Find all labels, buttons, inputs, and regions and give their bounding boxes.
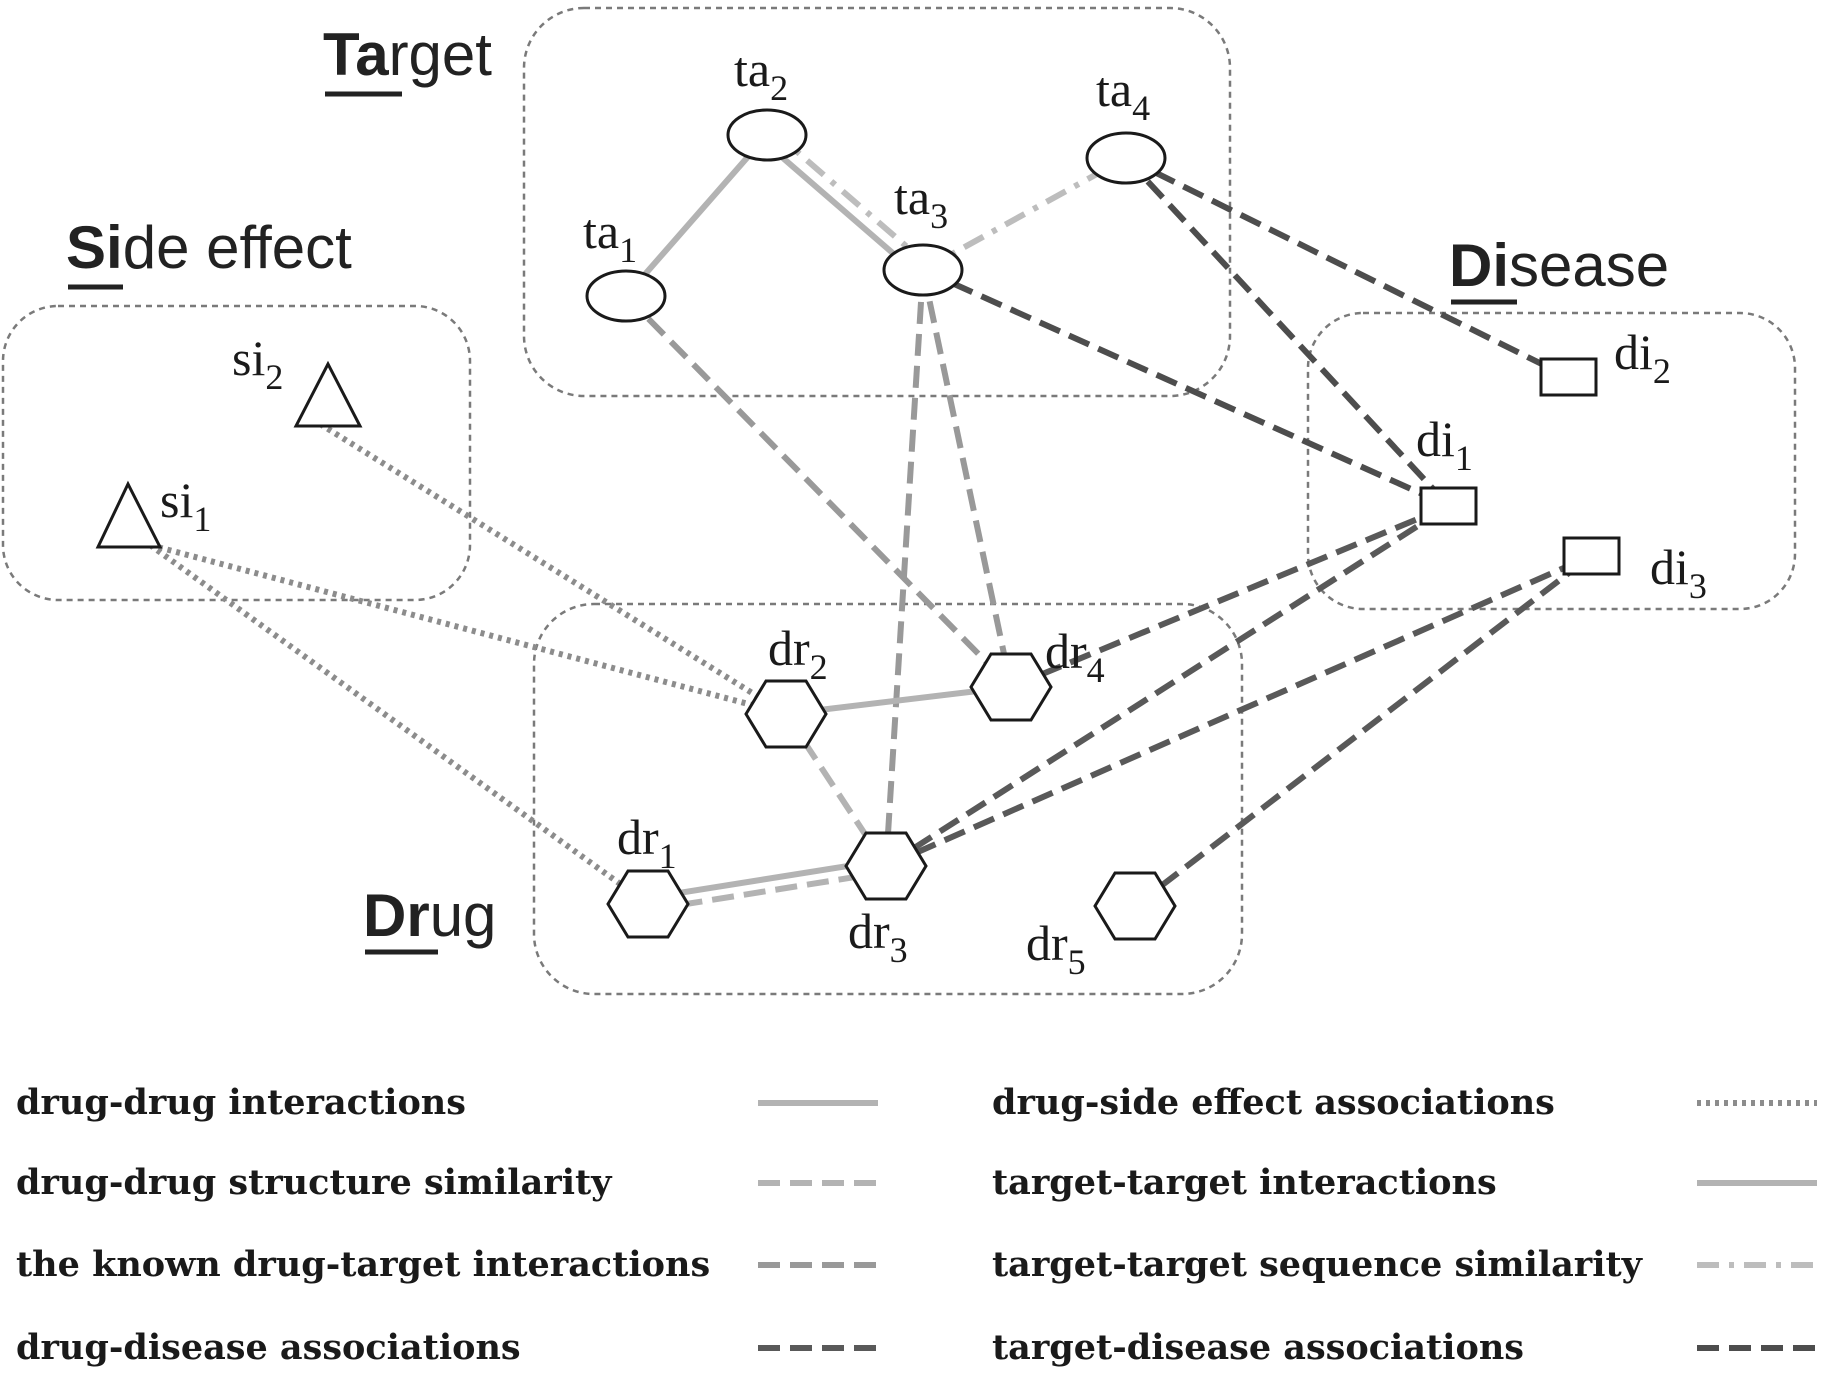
- si2-node-triangle: [293, 360, 363, 428]
- dr3-label-sub: 3: [890, 930, 908, 970]
- di2-label-sub: 2: [1653, 351, 1671, 391]
- ta2-label: ta2: [734, 41, 788, 108]
- target-title-bold: Ta: [323, 21, 389, 88]
- legend-label-0: drug-drug interactions: [16, 1082, 466, 1123]
- edge-drug-disease-associations-dr3-di3: [884, 553, 1593, 869]
- ta4-label-base: ta: [1096, 61, 1132, 117]
- si2-label-base: si: [232, 330, 265, 386]
- dr2-label-base: dr: [768, 620, 810, 676]
- dr4-label-sub: 4: [1087, 650, 1105, 690]
- edge-known-drug-target-interactions-ta3-dr3: [883, 269, 926, 867]
- ta2-label-sub: 2: [770, 68, 788, 108]
- di1-label: di1: [1416, 411, 1473, 478]
- di3-label: di3: [1650, 539, 1707, 606]
- si1-node-triangle: [95, 480, 163, 549]
- legend-label-7: target-disease associations: [992, 1327, 1524, 1368]
- di2-label: di2: [1614, 324, 1671, 391]
- ta1-label-sub: 1: [619, 230, 637, 270]
- edge-known-drug-target-interactions-ta1-dr4: [623, 293, 1014, 690]
- edge-drug-side-effect-associations-si1-dr1: [148, 542, 650, 907]
- legend-swatches: [758, 1100, 1817, 1351]
- disease-title-bold: Di: [1449, 232, 1509, 299]
- target-title-rest: rget: [389, 21, 493, 88]
- si1-label-sub: 1: [193, 499, 211, 539]
- side-effect-title-rest: de effect: [123, 214, 352, 281]
- edge-drug-side-effect-associations-si2-dr2: [318, 421, 788, 717]
- dr3-label-base: dr: [848, 903, 890, 959]
- dr1-label-base: dr: [617, 809, 659, 865]
- ta4-node-ellipse: [1085, 131, 1167, 185]
- edge-target-disease-associations-ta3-di1: [921, 267, 1451, 509]
- edge-target-disease-associations-ta4-di1: [1123, 155, 1452, 509]
- ta3-label: ta3: [894, 169, 948, 236]
- drug-group-box: [532, 602, 1244, 996]
- dr1-label: dr1: [617, 809, 677, 876]
- dr1-node-hexagon: [606, 869, 690, 939]
- side-effect-group-title: Side effect: [66, 214, 352, 281]
- legend: drug-drug interactions drug-drug structu…: [16, 1082, 1817, 1368]
- disease-title-rest: sease: [1509, 232, 1669, 299]
- di1-node-rect: [1419, 486, 1478, 526]
- ta4-label: ta4: [1096, 61, 1150, 128]
- si1-label: si1: [160, 472, 211, 539]
- dr3-node-hexagon: [844, 831, 928, 901]
- legend-label-1: drug-drug structure similarity: [16, 1162, 613, 1203]
- dr5-label: dr5: [1026, 915, 1086, 982]
- dr5-label-base: dr: [1026, 915, 1068, 971]
- edge-drug-disease-associations-dr3-di1: [884, 503, 1451, 869]
- di2-node-rect: [1539, 357, 1598, 397]
- edge-target-disease-associations-ta4-di2: [1124, 155, 1570, 380]
- di3-node-rect: [1562, 536, 1621, 576]
- dr4-label: dr4: [1045, 623, 1105, 690]
- edge-drug-side-effect-associations-si1-dr2: [149, 542, 787, 717]
- ta1-node-ellipse: [585, 269, 667, 323]
- edge-target-target-interactions-ta1-ta2: [623, 133, 770, 298]
- legend-label-4: drug-side effect associations: [992, 1082, 1555, 1123]
- side-effect-title-bold: Si: [66, 214, 123, 281]
- edge-known-drug-target-interactions-ta3-dr4: [920, 269, 1014, 688]
- di1-label-sub: 1: [1455, 438, 1473, 478]
- ta2-label-base: ta: [734, 41, 770, 97]
- di3-label-base: di: [1650, 539, 1689, 595]
- edge-target-target-sequence-similarity-ta3-ta4: [921, 155, 1128, 273]
- di3-label-sub: 3: [1689, 566, 1707, 606]
- si1-label-base: si: [160, 472, 193, 528]
- drug-title-bold: Dr: [363, 882, 430, 949]
- dr4-node-hexagon: [969, 652, 1053, 722]
- drug-group-title: Drug: [363, 882, 496, 949]
- side-effect-group-box: [1, 304, 472, 602]
- legend-label-2: the known drug-target interactions: [16, 1244, 710, 1285]
- si2-label-sub: 2: [265, 357, 283, 397]
- ta1-label: ta1: [583, 203, 637, 270]
- si2-label: si2: [232, 330, 283, 397]
- ta3-label-base: ta: [894, 169, 930, 225]
- di2-label-base: di: [1614, 324, 1653, 380]
- dr2-label: dr2: [768, 620, 828, 687]
- dr5-node-hexagon: [1093, 871, 1177, 941]
- legend-label-5: target-target interactions: [992, 1162, 1497, 1203]
- edge-drug-disease-associations-dr4-di1: [1009, 503, 1451, 690]
- dr4-label-base: dr: [1045, 623, 1087, 679]
- ta3-label-sub: 3: [930, 196, 948, 236]
- dr5-label-sub: 5: [1068, 942, 1086, 982]
- dr1-label-sub: 1: [659, 836, 677, 876]
- target-group-title: Target: [323, 21, 492, 88]
- ta3-node-ellipse: [882, 243, 964, 297]
- target-group-box: [522, 6, 1232, 398]
- legend-label-6: target-target sequence similarity: [992, 1244, 1644, 1285]
- ta2-node-ellipse: [726, 108, 808, 162]
- disease-group-title: Disease: [1449, 232, 1669, 299]
- ta4-label-sub: 4: [1132, 88, 1150, 128]
- disease-group-box: [1306, 311, 1797, 611]
- ta1-label-base: ta: [583, 203, 619, 259]
- dr2-label-sub: 2: [810, 647, 828, 687]
- drug-title-rest: ug: [430, 882, 497, 949]
- edges-layer: [148, 127, 1593, 913]
- di1-label-base: di: [1416, 411, 1455, 467]
- dr3-label: dr3: [848, 903, 908, 970]
- legend-label-3: drug-disease associations: [16, 1327, 521, 1368]
- dr2-node-hexagon: [744, 679, 828, 749]
